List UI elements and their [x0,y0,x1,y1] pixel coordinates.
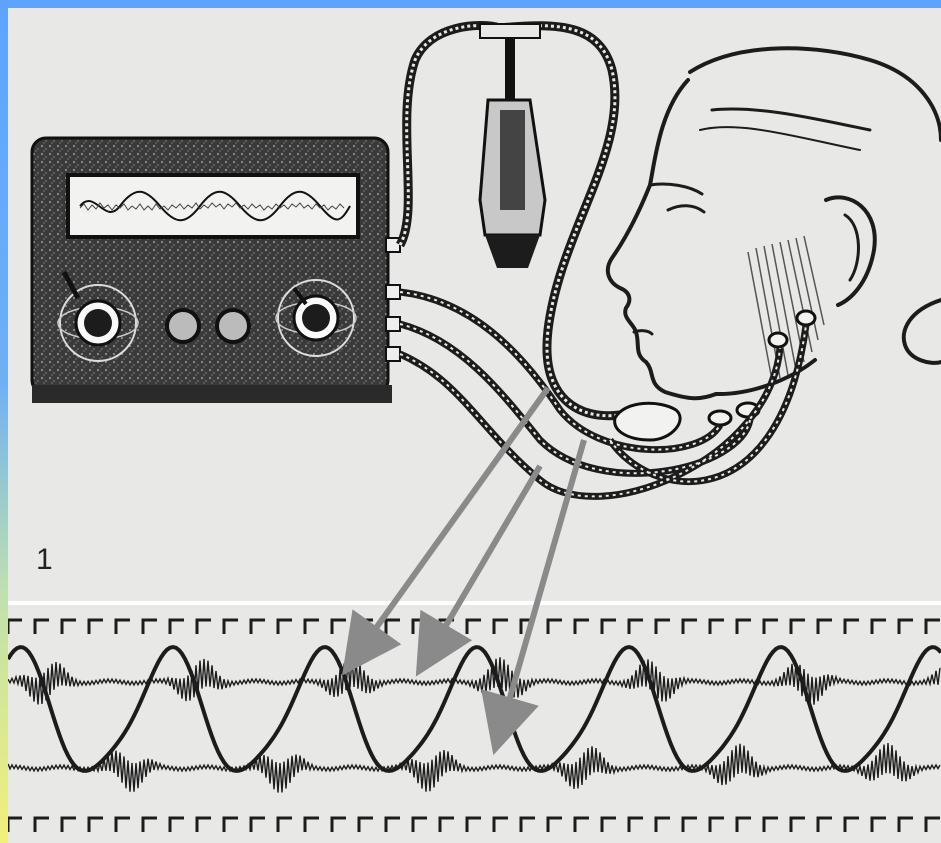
sprocket-hole [521,818,535,832]
microphone-icon [400,24,620,416]
sprocket-hole [494,818,508,832]
center-knob-1-icon [167,310,199,342]
sprocket-hole [602,818,616,832]
sprocket-hole [899,620,913,634]
sprocket-hole [440,818,454,832]
emg-burst-bottom [8,743,940,793]
recording-strip [8,603,941,832]
sprocket-hole [170,620,184,634]
sprocket-hole [494,620,508,634]
sprocket-hole [359,818,373,832]
sprocket-hole [386,818,400,832]
sprocket-hole [332,620,346,634]
sprocket-hole [683,818,697,832]
sprocket-hole [602,620,616,634]
sprocket-hole [575,818,589,832]
muscle-hatching [748,236,824,380]
sprocket-hole [872,620,886,634]
sprocket-hole [764,818,778,832]
sprocket-hole [575,620,589,634]
sprocket-hole [710,620,724,634]
sprocket-hole [62,620,76,634]
illustration-plate: 1 [8,8,941,843]
center-knob-2-icon [217,310,249,342]
sprocket-hole [926,620,940,634]
sprocket-hole [8,620,22,634]
sprocket-hole [35,818,49,832]
sprocket-hole [791,620,805,634]
sprocket-hole [8,818,22,832]
sprocket-hole [278,818,292,832]
sprocket-hole [899,818,913,832]
sprocket-hole [683,620,697,634]
sprocket-hole [413,620,427,634]
sprocket-hole [737,818,751,832]
sprocket-hole [737,620,751,634]
sprocket-hole [791,818,805,832]
sprocket-hole [62,818,76,832]
recorder-device-icon [32,138,400,403]
electromyography-illustration [8,8,941,843]
sprocket-hole [251,818,265,832]
sprocket-hole [818,620,832,634]
sprocket-hole [305,818,319,832]
sprocket-hole [116,818,130,832]
sprocket-hole [251,620,265,634]
sprocket-hole [197,620,211,634]
sprocket-hole [548,620,562,634]
sprocket-hole [224,818,238,832]
sprocket-hole [170,818,184,832]
sprocket-hole [413,818,427,832]
sprocket-hole [764,620,778,634]
sprocket-hole [224,620,238,634]
sprocket-hole [710,818,724,832]
sprocket-hole [332,818,346,832]
sprocket-hole [116,620,130,634]
sprocket-hole [548,818,562,832]
pointer-arrows [356,388,584,732]
waveform-icon [8,647,941,771]
sprocket-hole [89,818,103,832]
sprocket-hole [845,620,859,634]
sprocket-hole [629,620,643,634]
sprocket-hole [845,818,859,832]
sprocket-hole [467,620,481,634]
sprocket-hole [278,620,292,634]
sprocket-hole [35,620,49,634]
sprocket-hole [872,818,886,832]
sprocket-hole [305,620,319,634]
sprocket-hole [197,818,211,832]
sprocket-hole [656,818,670,832]
sprocket-holes-bottom [8,818,940,832]
sprocket-hole [89,620,103,634]
sprocket-hole [143,620,157,634]
sprocket-hole [926,818,940,832]
sprocket-hole [818,818,832,832]
sprocket-hole [656,620,670,634]
sprocket-hole [143,818,157,832]
sprocket-hole [629,818,643,832]
sprocket-hole [467,818,481,832]
figure-label: 1 [36,543,53,577]
electrode-cables [400,292,806,496]
sprocket-hole [386,620,400,634]
sprocket-holes-top [8,620,940,634]
